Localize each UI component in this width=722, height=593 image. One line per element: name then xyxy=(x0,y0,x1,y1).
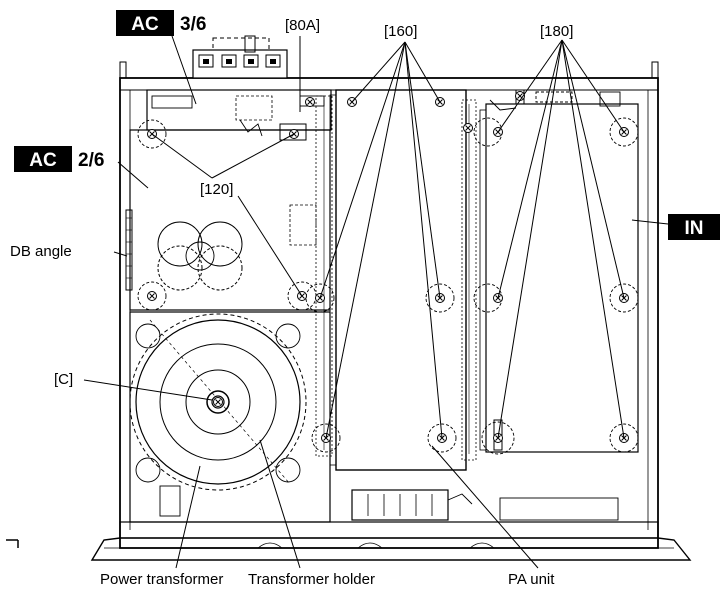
label-db-angle: DB angle xyxy=(10,243,72,260)
leader-lines xyxy=(83,35,669,569)
ac-page-ref: 2/6 xyxy=(78,150,104,171)
label-pa-unit: PA unit xyxy=(508,571,555,588)
screw-bosses xyxy=(305,283,457,453)
heatsink-left xyxy=(315,95,333,457)
front-panel xyxy=(6,521,692,561)
screw-icon xyxy=(463,123,473,133)
power-transformer xyxy=(129,311,331,523)
ac-tag: AC xyxy=(29,150,57,171)
screw-icon xyxy=(305,97,315,107)
label-160: [160] xyxy=(384,23,417,40)
label-power-transformer: Power transformer xyxy=(100,571,223,588)
heatsink-mid xyxy=(461,99,477,461)
label-180: [180] xyxy=(540,23,573,40)
ac-page-ref: 3/6 xyxy=(180,14,206,35)
ac-board xyxy=(146,89,332,141)
in-badge: IN xyxy=(668,214,720,240)
in-tag: IN xyxy=(685,218,704,239)
label-80a: [80A] xyxy=(285,17,320,34)
chassis-frame xyxy=(119,61,659,549)
ac-2-6-badge: AC 2/6 xyxy=(14,146,104,172)
ac-terminal-block xyxy=(192,35,288,79)
label-120: [120] xyxy=(200,181,233,198)
ac-tag: AC xyxy=(131,14,159,35)
screws xyxy=(147,91,629,443)
screw-icon xyxy=(213,397,223,407)
pa-unit-board xyxy=(329,89,467,471)
input-board xyxy=(473,89,639,455)
ac-3-6-badge: AC 3/6 xyxy=(116,10,206,36)
label-c: [C] xyxy=(54,371,73,388)
cooling-fan xyxy=(351,489,619,521)
screw-icon xyxy=(147,291,157,301)
label-transformer-holder: Transformer holder xyxy=(248,571,375,588)
left-compartment xyxy=(125,119,331,311)
